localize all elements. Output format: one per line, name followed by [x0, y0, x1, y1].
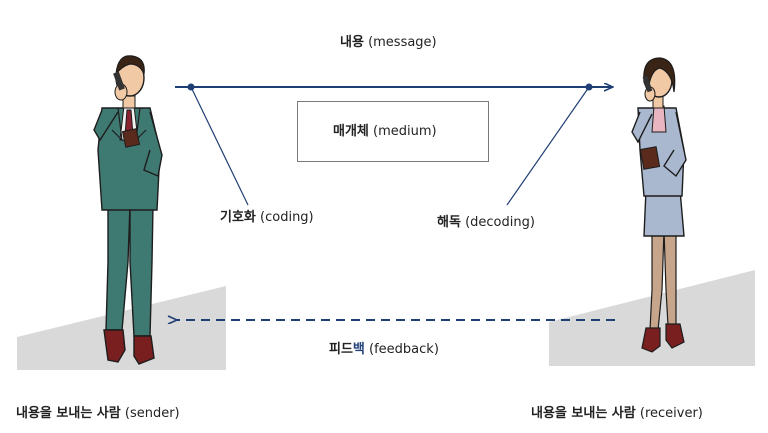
sender-figure	[93, 55, 163, 365]
sender-label: 내용을 보내는 사람 (sender)	[16, 406, 180, 421]
receiver-label: 내용을 보내는 사람 (receiver)	[531, 406, 703, 421]
medium-box	[297, 101, 489, 162]
coding-pointer-line	[190, 86, 249, 206]
decoding-label: 해독 (decoding)	[437, 215, 535, 230]
decoding-pointer-line	[506, 86, 590, 206]
message-label: 내용 (message)	[340, 35, 437, 50]
medium-label: 매개체 (medium)	[333, 124, 437, 139]
feedback-label: 피드백 (feedback)	[329, 342, 439, 357]
receiver-figure	[631, 57, 687, 353]
coding-label: 기호화 (coding)	[220, 210, 314, 225]
